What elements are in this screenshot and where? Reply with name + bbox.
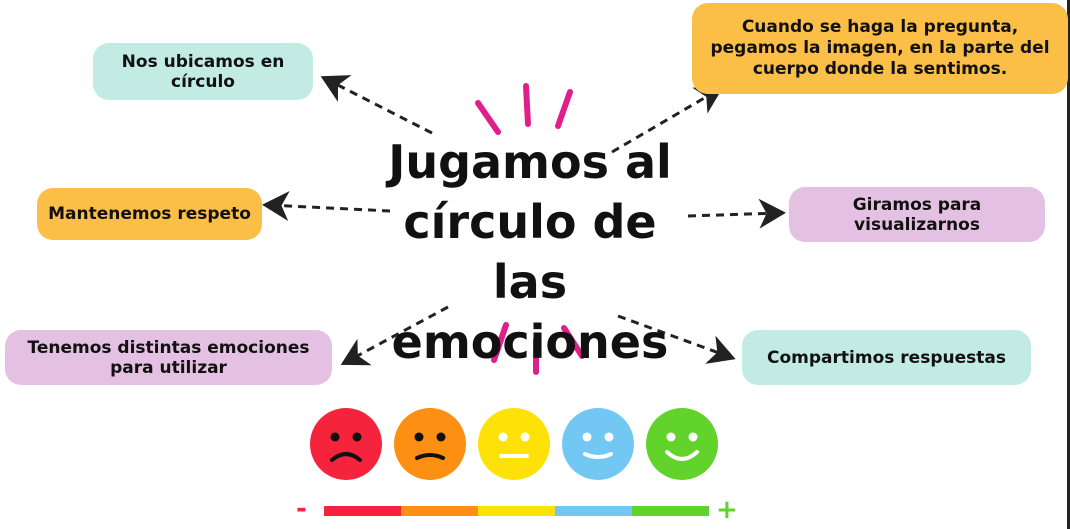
note-bottom-right-text: Compartimos respuestas xyxy=(767,347,1006,368)
arrow-to-bottom-right xyxy=(617,314,736,364)
note-mid-left: Mantenemos respeto xyxy=(37,188,262,240)
arrow-to-top-right xyxy=(611,86,724,154)
emotion-scale: - + xyxy=(292,496,742,526)
note-mid-right-text: Giramos para visualizarnos xyxy=(852,194,982,235)
scale-minus-label: - xyxy=(296,494,307,524)
note-mid-right: Giramos para visualizarnos xyxy=(789,187,1045,242)
note-top-left-text: Nos ubicamos en círculo xyxy=(121,51,285,92)
burst-mark xyxy=(491,322,509,363)
burst-mark xyxy=(475,100,501,135)
frame-edge xyxy=(1067,0,1070,529)
scale-segment xyxy=(632,506,709,516)
burst-mark xyxy=(523,83,531,127)
note-mid-left-text: Mantenemos respeto xyxy=(48,204,251,224)
very-sad-face-icon xyxy=(310,408,382,480)
arrow-to-top-left xyxy=(320,75,433,135)
center-title: Jugamos al círculo de las emociones xyxy=(360,132,700,372)
note-top-left: Nos ubicamos en círculo xyxy=(93,43,313,100)
burst-mark xyxy=(555,89,573,129)
note-top-right-text: Cuando se haga la pregunta, pegamos la i… xyxy=(710,17,1050,79)
happy-face-icon xyxy=(646,408,718,480)
arrow-to-bottom-left xyxy=(340,305,449,366)
slight-smile-face-icon xyxy=(562,408,634,480)
note-bottom-left-text: Tenemos distintas emociones para utiliza… xyxy=(27,337,310,378)
scale-segment xyxy=(478,506,555,516)
scale-segment xyxy=(324,506,401,516)
scale-segment xyxy=(555,506,632,516)
note-bottom-right: Compartimos respuestas xyxy=(742,330,1031,385)
note-top-right: Cuando se haga la pregunta, pegamos la i… xyxy=(692,3,1068,94)
arrow-to-mid-left xyxy=(262,191,391,222)
neutral-face-icon xyxy=(478,408,550,480)
emotion-faces xyxy=(300,406,730,486)
sad-face-icon xyxy=(394,408,466,480)
burst-marks xyxy=(475,83,585,375)
scale-plus-label: + xyxy=(716,495,738,525)
scale-segment xyxy=(401,506,478,516)
note-bottom-left: Tenemos distintas emociones para utiliza… xyxy=(5,330,332,385)
burst-mark xyxy=(561,325,585,359)
title-line-3: emociones xyxy=(391,315,669,369)
title-line-1: Jugamos al xyxy=(388,135,672,189)
arrow-to-mid-right xyxy=(687,198,786,229)
title-line-2: círculo de las xyxy=(403,195,657,309)
